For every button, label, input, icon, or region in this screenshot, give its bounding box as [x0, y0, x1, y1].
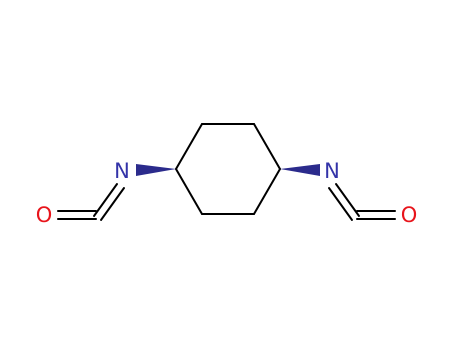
- left-wedge-bond: [136, 164, 176, 176]
- right-wedge-bond: [280, 164, 320, 176]
- n-c-double-bond: [93, 183, 118, 217]
- left-isocyanate-group: [57, 183, 125, 221]
- ring-bond: [175, 123, 203, 170]
- n-c-double-bond: [328, 187, 353, 221]
- oxygen-atom-right: O: [401, 203, 418, 227]
- oxygen-atom-left: O: [36, 203, 53, 227]
- n-c-double-bond: [335, 183, 360, 217]
- nitrogen-atom-right: N: [324, 159, 340, 183]
- right-isocyanate-group: [328, 183, 396, 221]
- cyclohexane-ring: [175, 123, 281, 215]
- nitrogen-atom-left: N: [114, 159, 130, 183]
- ring-bond: [175, 168, 203, 215]
- ring-bond: [253, 123, 281, 170]
- n-c-double-bond: [100, 187, 125, 221]
- ring-bond: [253, 168, 281, 215]
